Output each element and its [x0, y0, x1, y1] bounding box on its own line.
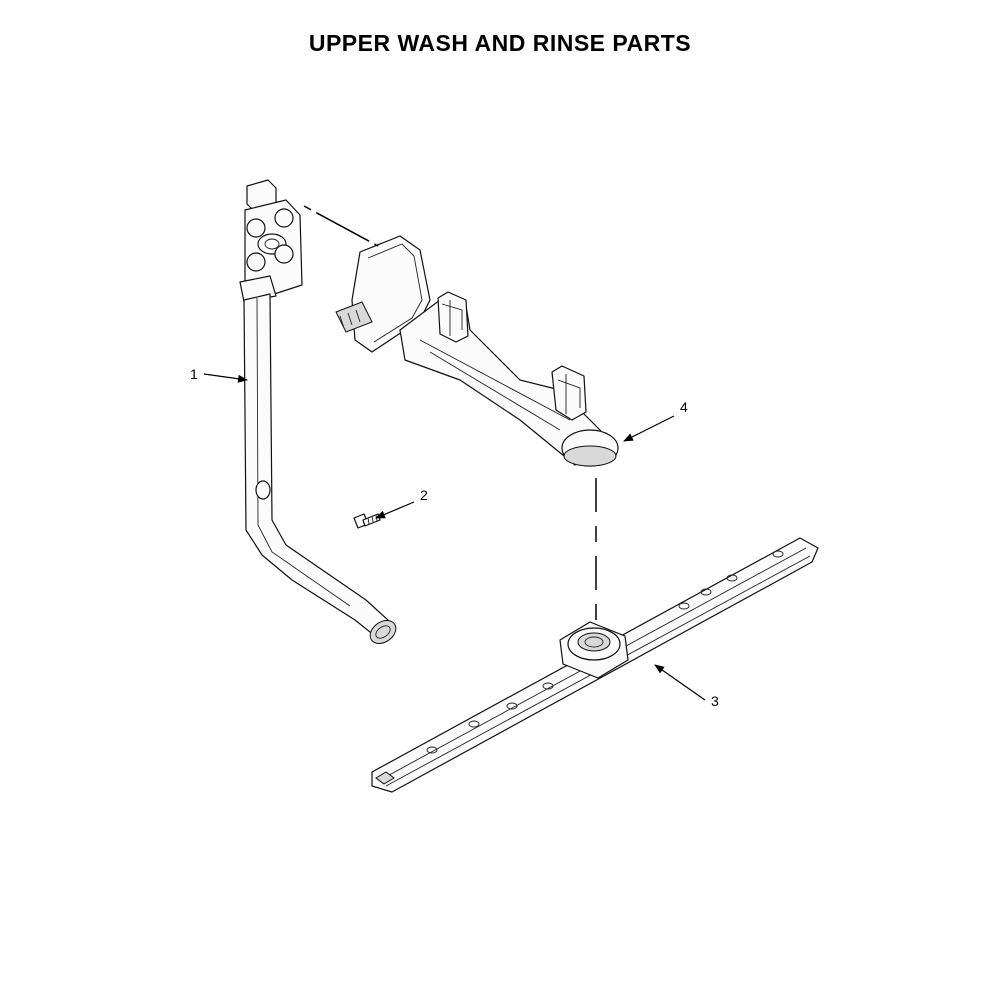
diagram-title: UPPER WASH AND RINSE PARTS	[308, 30, 692, 56]
callout-leader-2	[375, 501, 415, 519]
callout-number-4: 4	[680, 399, 688, 415]
callout-number-1: 1	[190, 366, 198, 382]
part-3-spray-arm[interactable]	[371, 537, 819, 793]
callout-number-3: 3	[711, 693, 719, 709]
callout-leader-4	[623, 415, 675, 442]
part-1-supply-tube[interactable]	[239, 179, 400, 648]
alignment-lines	[303, 205, 597, 628]
part-2-screw[interactable]	[353, 513, 381, 529]
callout-1: 1	[190, 366, 248, 383]
callout-4: 4	[623, 399, 688, 442]
callout-leader-3	[654, 664, 706, 701]
part-4-spray-arm-mount[interactable]	[335, 235, 619, 467]
callout-3: 3	[654, 664, 719, 709]
callout-leader-1	[203, 373, 248, 383]
callout-number-2: 2	[420, 487, 428, 503]
callout-2: 2	[375, 487, 428, 519]
